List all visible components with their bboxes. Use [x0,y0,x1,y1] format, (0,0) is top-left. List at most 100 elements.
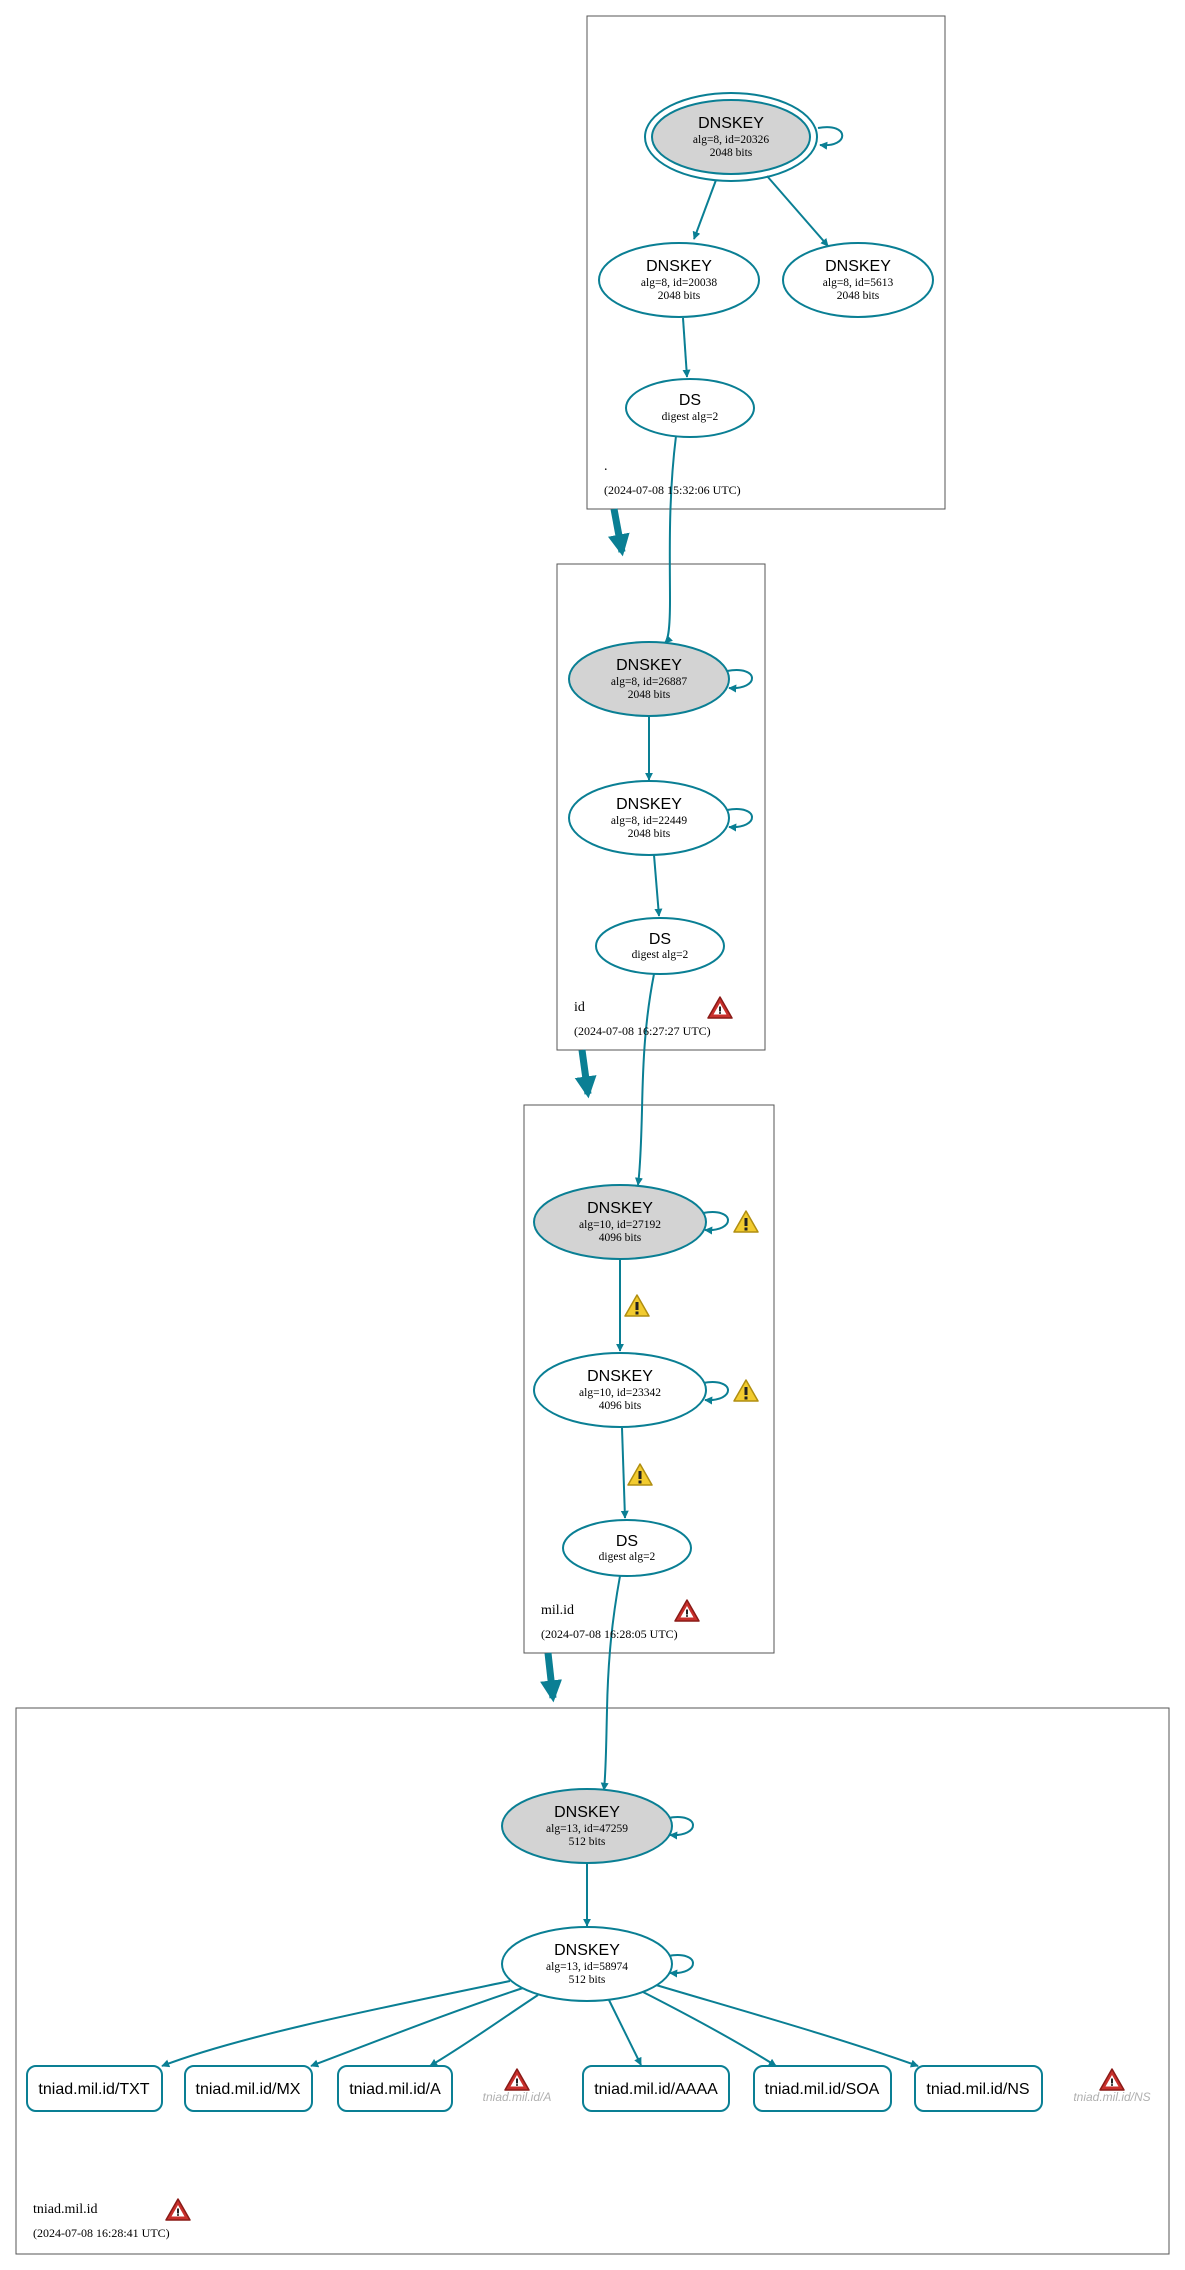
node-title: DNSKEY [646,258,712,275]
zone-box-root [586,15,946,510]
warning-icon[interactable] [733,1210,759,1233]
error-icon[interactable] [707,996,733,1019]
node-key-size: 512 bits [569,1836,606,1848]
node-title: DNSKEY [587,1368,653,1385]
self-signature-loop [726,808,753,832]
rrset-node-ns[interactable]: tniad.mil.id/NS [914,2065,1043,2112]
dnskey-node-ksk[interactable]: DNSKEY alg=10, id=27192 4096 bits [533,1184,707,1260]
edge-zsk-to-rrset [429,1994,539,2067]
edge-zsk-to-rrset [655,1984,919,2068]
rrset-node-a[interactable]: tniad.mil.id/A [337,2065,453,2112]
dnskey-node-zsk[interactable]: DNSKEY alg=13, id=58974 512 bits [501,1926,673,2002]
self-signature-loop [667,1954,694,1978]
node-title: DNSKEY [554,1804,620,1821]
self-signature-loop [702,1211,729,1235]
zone-box-id [556,563,766,1051]
error-icon[interactable] [1099,2068,1125,2091]
node-alg-id: alg=10, id=23342 [579,1387,661,1399]
self-signature-loop [702,1381,729,1405]
node-alg-id: alg=10, id=27192 [579,1219,661,1231]
edge-zsk-to-rrset [606,1995,642,2066]
zone-box-mil-id [523,1104,775,1654]
node-title: DNSKEY [698,115,764,132]
zone-date-label: (2024-07-08 15:32:06 UTC) [604,483,741,497]
node-digest-alg: digest alg=2 [599,1551,656,1563]
ghost-rrset-label: tniad.mil.id/NS [1073,2090,1150,2104]
zone-name-label: id [574,1000,585,1015]
rrset-node-soa[interactable]: tniad.mil.id/SOA [753,2065,892,2112]
node-alg-id: alg=13, id=58974 [546,1961,628,1973]
rrset-label: tniad.mil.id/TXT [38,2081,149,2098]
ds-node[interactable]: DS digest alg=2 [562,1519,692,1577]
rrset-label: tniad.mil.id/SOA [765,2081,880,2098]
rrset-node-aaaa[interactable]: tniad.mil.id/AAAA [582,2065,730,2112]
rrset-label: tniad.mil.id/A [349,2081,441,2098]
rrset-node-mx[interactable]: tniad.mil.id/MX [184,2065,313,2112]
zone-name-label: . [604,459,608,474]
self-signature-loop [817,126,844,150]
node-title: DNSKEY [554,1942,620,1959]
delegation-arrow-mil-id-to-tniad [540,1652,562,1703]
edge-zsk-to-rrset [310,1987,524,2068]
error-icon[interactable] [165,2198,191,2221]
node-alg-id: alg=8, id=5613 [823,277,894,289]
rrset-node-txt[interactable]: tniad.mil.id/TXT [26,2065,163,2112]
node-alg-id: alg=8, id=20326 [693,134,769,146]
node-alg-id: alg=8, id=22449 [611,815,687,827]
node-title: DS [649,931,671,948]
ds-node[interactable]: DS digest alg=2 [595,917,725,975]
zone-name-label: mil.id [541,1603,574,1618]
node-title: DS [616,1533,638,1550]
node-key-size: 2048 bits [658,290,701,302]
rrset-label: tniad.mil.id/MX [196,2081,301,2098]
self-signature-loop [726,669,753,693]
edge-ds-to-dnskey [634,973,655,1186]
edge-ksk-to-zsk [766,175,829,247]
node-key-size: 2048 bits [628,689,671,701]
error-icon[interactable] [504,2068,530,2091]
warning-icon[interactable] [733,1379,759,1402]
ds-node[interactable]: DS digest alg=2 [625,378,755,438]
ghost-rrset-a[interactable]: tniad.mil.id/A [483,2068,552,2104]
node-alg-id: alg=8, id=20038 [641,277,717,289]
dnskey-node-zsk[interactable]: DNSKEY alg=8, id=22449 2048 bits [568,780,730,856]
node-key-size: 4096 bits [599,1400,642,1412]
zone-date-label: (2024-07-08 16:28:41 UTC) [33,2226,170,2240]
edge-dnskey-to-ds [653,854,663,917]
node-title: DNSKEY [825,258,891,275]
node-key-size: 2048 bits [837,290,880,302]
edge-ksk-to-zsk [692,179,717,240]
delegation-arrow-id-to-mil-id [574,1049,597,1099]
node-alg-id: alg=13, id=47259 [546,1823,628,1835]
ghost-rrset-ns[interactable]: tniad.mil.id/NS [1073,2068,1151,2104]
warning-icon[interactable] [624,1294,650,1317]
zone-name-label: tniad.mil.id [33,2202,98,2217]
dnskey-node-zsk[interactable]: DNSKEY alg=8, id=20038 2048 bits [598,242,760,318]
dnskey-node-ksk[interactable]: DNSKEY alg=8, id=26887 2048 bits [568,641,730,717]
edge-dnskey-to-ds [620,1427,629,1519]
edge-zsk-to-rrset [642,1991,777,2067]
zone-date-label: (2024-07-08 16:28:05 UTC) [541,1627,678,1641]
edge-ds-to-dnskey [664,435,677,644]
edge-ds-to-dnskey [600,1575,621,1791]
node-key-size: 2048 bits [710,147,753,159]
rrset-label: tniad.mil.id/NS [926,2081,1029,2098]
self-signature-loop [667,1816,694,1840]
error-icon[interactable] [674,1599,700,1622]
dnskey-node-ksk[interactable]: DNSKEY alg=8, id=20326 2048 bits [644,92,818,182]
rrset-label: tniad.mil.id/AAAA [594,2081,718,2098]
warning-icon[interactable] [627,1463,653,1486]
ghost-rrset-label: tniad.mil.id/A [483,2090,552,2104]
edge-zsk-to-rrset [161,1980,511,2068]
node-alg-id: alg=8, id=26887 [611,676,687,688]
node-digest-alg: digest alg=2 [632,949,689,961]
dnskey-node-zsk[interactable]: DNSKEY alg=8, id=5613 2048 bits [782,242,934,318]
delegation-arrow-root-to-id [607,508,630,557]
node-key-size: 4096 bits [599,1232,642,1244]
node-title: DNSKEY [616,657,682,674]
dnskey-node-zsk[interactable]: DNSKEY alg=10, id=23342 4096 bits [533,1352,707,1428]
zone-box-tniad-mil-id [15,1707,1170,2255]
edge-dnskey-to-ds [682,317,691,378]
dnskey-node-ksk[interactable]: DNSKEY alg=13, id=47259 512 bits [501,1788,673,1864]
